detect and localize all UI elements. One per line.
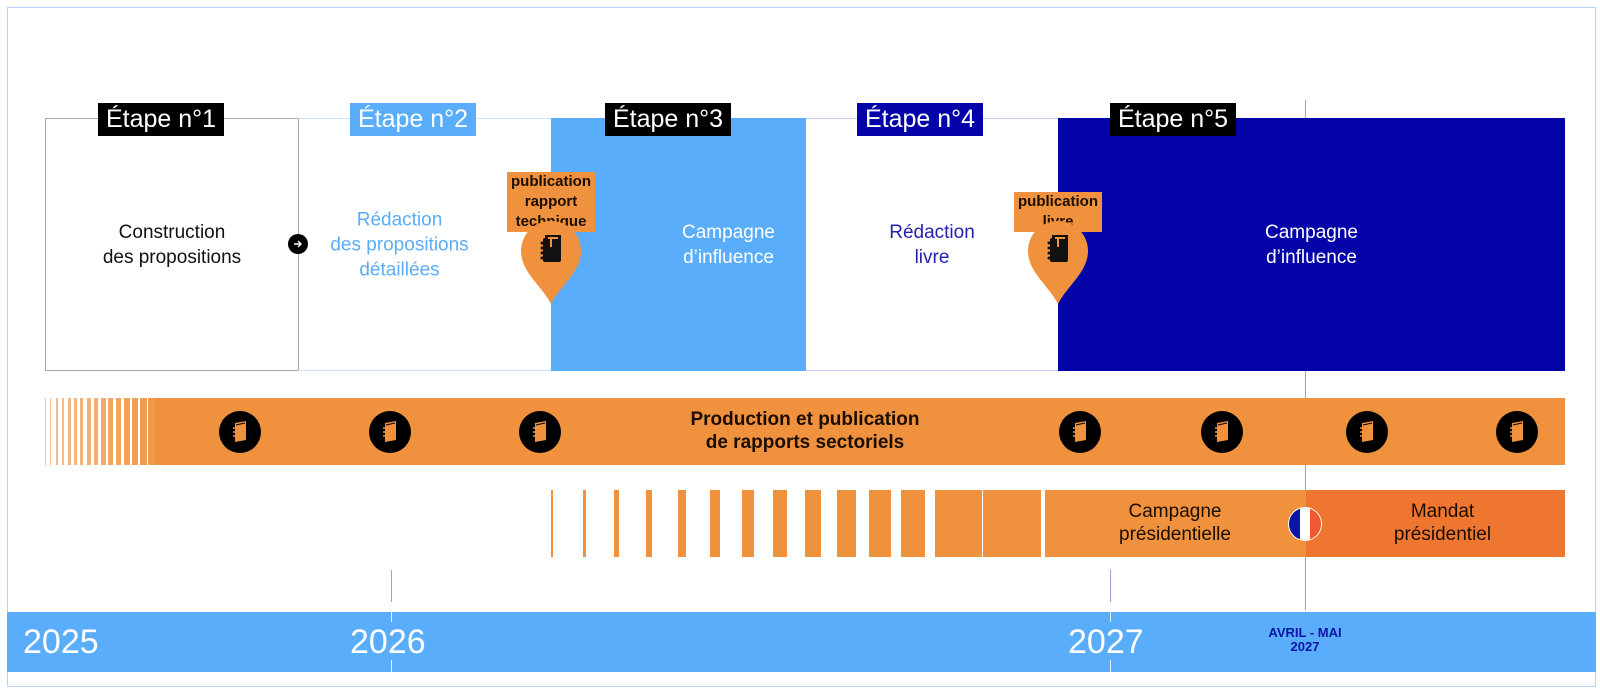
tick-2027-bar [1110,612,1111,622]
fade-stripe [124,398,130,465]
year-2026: 2026 [350,623,426,661]
book-icon [1059,411,1101,453]
fade-stripe [62,398,65,465]
stage-3-text: Campagne d’influence [682,221,775,268]
book-icon [519,411,561,453]
stage-5-box: Campagne d’influence [1058,118,1565,371]
book-icon [1201,411,1243,453]
fade-stripe [140,398,147,465]
campaign-fade-stripe [869,490,891,557]
tick-2027 [1110,570,1111,602]
campaign-fade-stripe [614,490,619,557]
fade-stripe [45,398,46,465]
stage-3-box: Campagne d’influence [551,118,806,371]
milestone-1-pin [521,221,581,304]
fade-stripe [56,398,58,465]
campaign-fade-stripe [646,490,652,557]
stage-4-text: Rédaction livre [889,221,975,268]
campaign-fade-stripe [678,490,686,557]
campaign-fade-stripe [742,490,754,557]
stage-5-text: Campagne d’influence [1265,221,1358,268]
presidential-mandate-bar [1305,490,1565,557]
fade-stripe [87,398,91,465]
fade-stripe [116,398,122,465]
fade-stripe [74,398,77,465]
book-icon [1496,411,1538,453]
fade-stripe [68,398,71,465]
year-2025: 2025 [23,623,99,661]
campaign-fade-stripe [805,490,821,557]
election-marker-line-mid [1305,371,1306,398]
fade-stripe [101,398,106,465]
campaign-fade-stripe [837,490,856,557]
fade-stripe [108,398,113,465]
diagram-frame [7,7,1596,687]
campaign-fade-stripe [935,490,982,557]
book-icon [219,411,261,453]
stage-1-box: Construction des propositions [45,118,299,371]
election-marker-line-top [1305,100,1306,118]
stage-2-box: Rédaction des propositions détaillées [298,118,551,371]
tick-2026-bar-bottom [391,660,392,672]
stage-4-label: Étape n°4 [857,103,984,136]
fade-stripe [80,398,84,465]
stage-1-text: Construction des propositions [102,221,242,268]
presidential-campaign-text: Campagne présidentielle [1119,501,1231,545]
french-flag-icon [1288,507,1322,541]
fade-stripe [50,398,52,465]
fade-stripe [148,398,155,465]
year-2027: 2027 [1068,623,1144,661]
campaign-fade-stripe [983,490,1041,557]
fade-stripe [94,398,99,465]
stage-2-text: Rédaction des propositions détaillées [330,209,469,280]
tick-2026-bar [391,612,392,622]
campaign-fade-stripe [773,490,787,557]
election-date-label: AVRIL - MAI 2027 [1268,625,1342,654]
campaign-fade-stripe [710,490,720,557]
tick-2026 [391,570,392,602]
stage-3-label: Étape n°3 [605,103,732,136]
book-icon [369,411,411,453]
presidential-campaign-bar [1045,490,1305,557]
campaign-fade-stripe [901,490,925,557]
fade-stripe [132,398,139,465]
stage-4-box: Rédaction livre [806,118,1058,371]
book-icon [540,235,561,262]
campaign-fade-stripe [583,490,586,557]
book-icon [1346,411,1388,453]
timeline-bar [7,612,1596,672]
book-icon [1047,235,1068,262]
sector-reports-text: Production et publication de rapports se… [690,409,920,453]
tick-2027-bar-bottom [1110,660,1111,672]
arrow-right-icon [288,234,308,254]
milestone-2-pin [1028,221,1088,304]
stage-1-label: Étape n°1 [98,103,225,136]
presidential-mandate-text: Mandat présidentiel [1393,501,1492,545]
stage-2-label: Étape n°2 [350,103,477,136]
campaign-fade-stripe [551,490,553,557]
stage-5-label: Étape n°5 [1110,103,1237,136]
